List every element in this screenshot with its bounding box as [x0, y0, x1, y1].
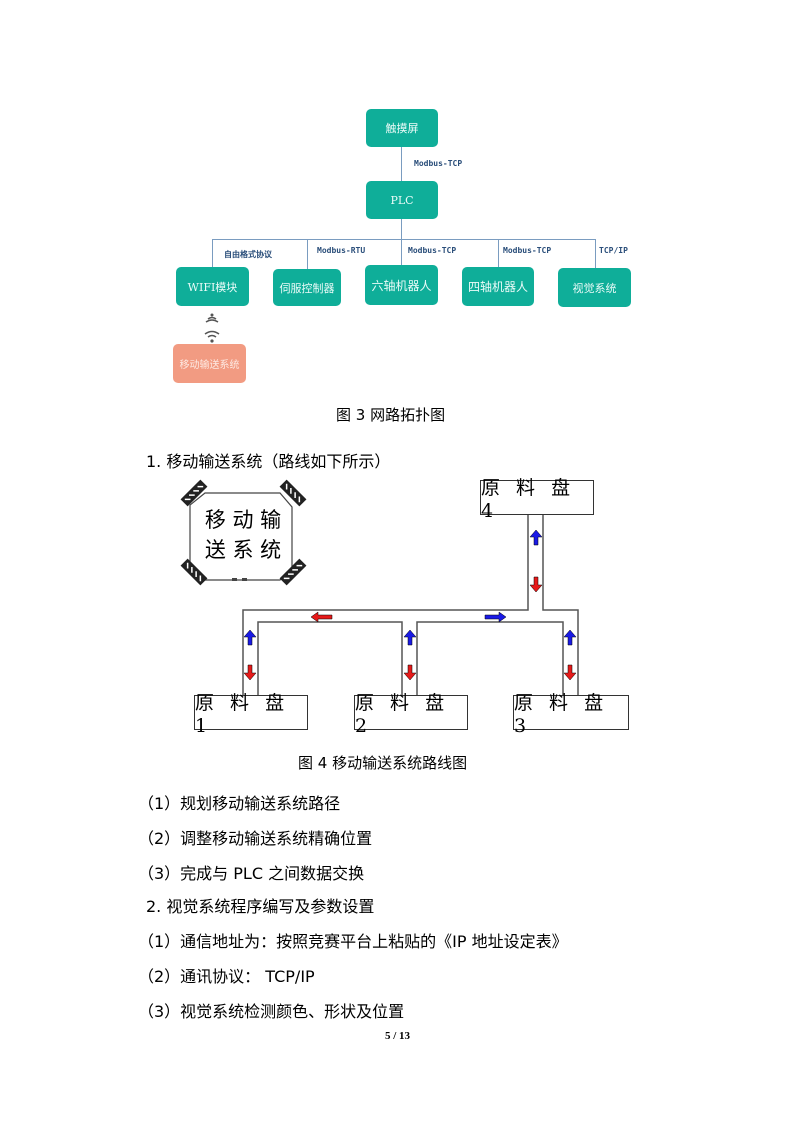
section-1-item: （2）调整移动输送系统精确位置	[138, 829, 373, 848]
section-1-heading: 1. 移动输送系统（路线如下所示）	[146, 452, 391, 471]
wifi-signal-icon	[204, 330, 220, 343]
bus-line	[212, 239, 596, 240]
connector-line	[401, 219, 402, 239]
link-label-robot6: Modbus-TCP	[408, 246, 457, 255]
link-label-servo: Modbus-RTU	[317, 246, 366, 255]
arrow-down-icon	[403, 664, 417, 681]
node-wifi-module: WIFI模块	[176, 267, 249, 306]
tray-4: 原 料 盘 4	[480, 477, 594, 522]
node-servo-controller: 伺服控制器	[273, 269, 341, 306]
connector-line	[212, 239, 213, 267]
arrow-right-icon	[484, 611, 507, 623]
arrow-down-icon	[563, 664, 577, 681]
figure-3-caption: 图 3 网路拓扑图	[336, 406, 446, 424]
node-touchscreen: 触摸屏	[366, 109, 438, 147]
section-2-item: （2）通讯协议： TCP/IP	[138, 967, 315, 986]
wifi-signal-icon	[205, 313, 219, 323]
connector-line	[595, 239, 596, 268]
vehicle-label: 移 动 输 送 系 统	[201, 505, 285, 565]
arrow-up-icon	[243, 629, 257, 646]
arrow-up-icon	[403, 629, 417, 646]
arrow-up-icon	[563, 629, 577, 646]
section-2-item: （1）通信地址为：按照竞赛平台上粘贴的《IP 地址设定表》	[138, 932, 568, 951]
section-1-item: （3）完成与 PLC 之间数据交换	[138, 864, 365, 883]
tray-2: 原 料 盘 2	[354, 692, 468, 737]
arrow-down-icon	[243, 664, 257, 681]
link-label-touch-plc: Modbus-TCP	[414, 159, 463, 168]
node-mobile-conveyor: 移动输送系统	[173, 344, 246, 383]
node-vision-system: 视觉系统	[558, 268, 631, 307]
arrow-up-icon	[529, 529, 543, 546]
section-1-item: （1）规划移动输送系统路径	[138, 794, 341, 813]
connector-line	[401, 239, 402, 265]
tray-1: 原 料 盘 1	[194, 692, 308, 737]
node-four-axis-robot: 四轴机器人	[462, 267, 534, 306]
vehicle-label-line-2: 送 系 统	[204, 538, 282, 562]
link-label-wifi: 自由格式协议	[224, 249, 272, 259]
figure-4-caption: 图 4 移动输送系统路线图	[298, 754, 468, 772]
connector-line	[401, 147, 402, 181]
connector-line	[498, 239, 499, 267]
vehicle-label-line-1: 移 动 输	[204, 508, 282, 532]
section-2-item: （3）视觉系统检测颜色、形状及位置	[138, 1002, 405, 1021]
node-plc: PLC	[366, 181, 438, 219]
route-paths	[180, 479, 579, 695]
connector-line	[307, 239, 308, 269]
arrow-left-icon	[310, 611, 333, 623]
tray-3: 原 料 盘 3	[513, 692, 629, 737]
link-label-vision: TCP/IP	[599, 246, 628, 255]
section-2-heading: 2. 视觉系统程序编写及参数设置	[146, 897, 375, 916]
arrow-down-icon	[529, 576, 543, 593]
vehicle-icon	[180, 479, 307, 586]
node-six-axis-robot: 六轴机器人	[365, 265, 438, 305]
page-number: 5 / 13	[385, 1030, 411, 1042]
link-label-robot4: Modbus-TCP	[503, 246, 552, 255]
